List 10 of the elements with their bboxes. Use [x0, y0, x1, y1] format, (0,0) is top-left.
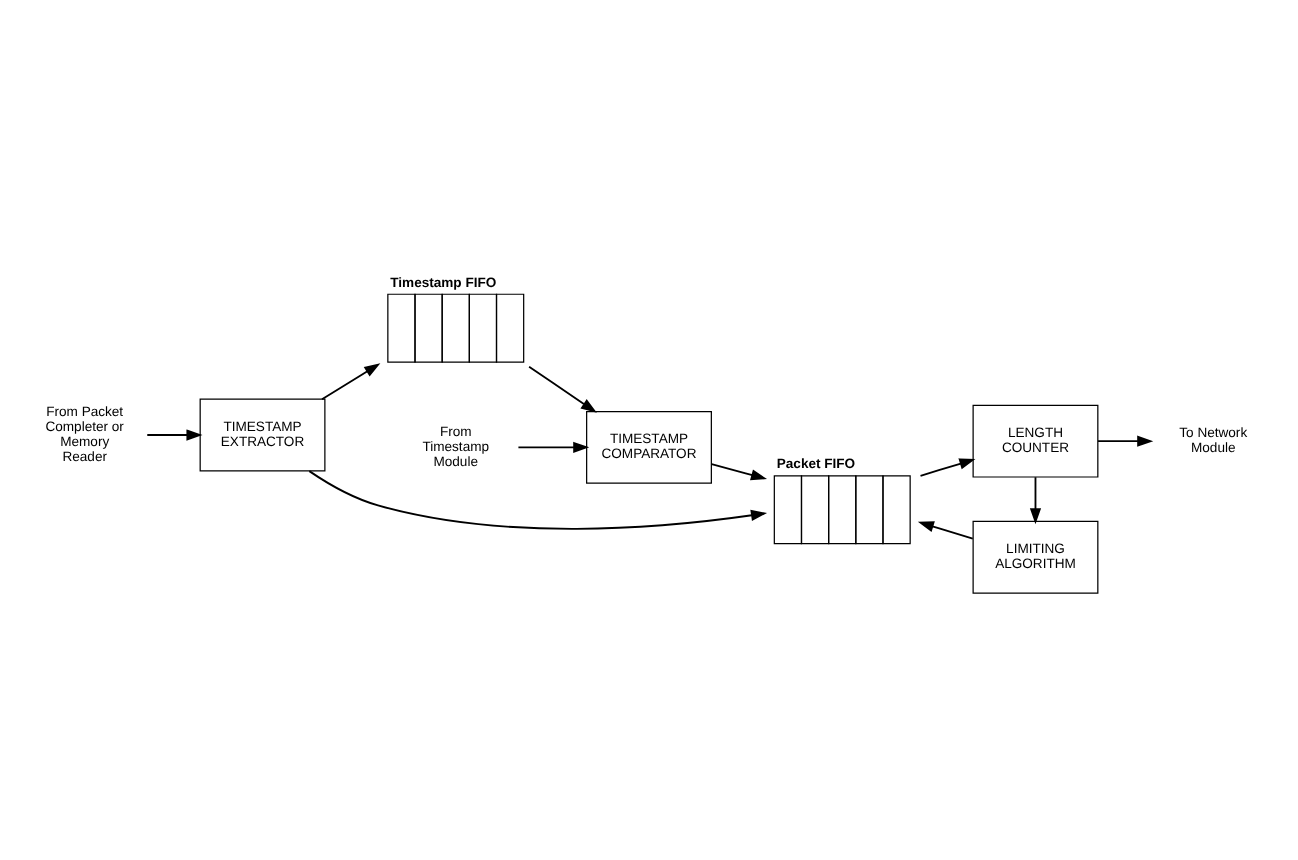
arrow — [710, 462, 767, 480]
arrow — [308, 469, 768, 529]
arrow — [1097, 434, 1154, 446]
arrow — [146, 428, 203, 440]
arrow — [919, 457, 976, 476]
arrow — [528, 364, 597, 412]
arrow — [321, 362, 381, 400]
arrow — [1029, 475, 1042, 524]
arrow — [517, 440, 590, 452]
arrow — [917, 520, 974, 539]
